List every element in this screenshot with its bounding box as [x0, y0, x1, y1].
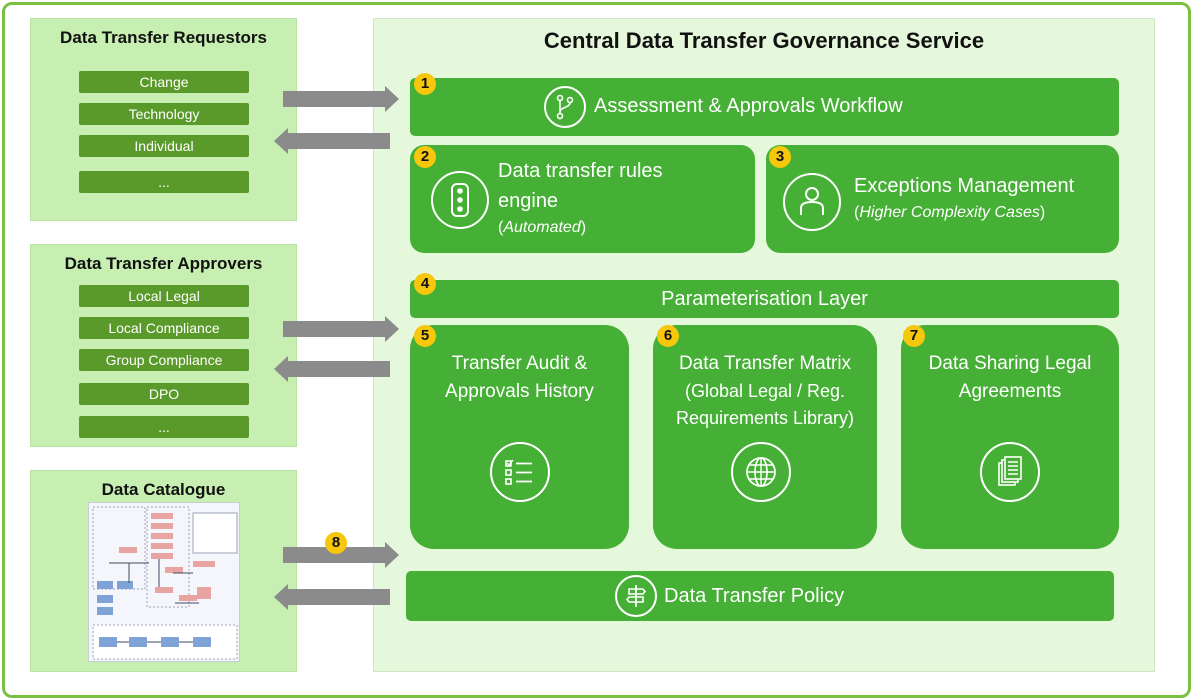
arrow-service-to-catalogue [274, 584, 390, 610]
approver-item-local-legal: Local Legal [79, 285, 249, 307]
badge-5: 5 [414, 325, 436, 347]
badge-3: 3 [769, 146, 791, 168]
approver-item-group-compliance: Group Compliance [79, 349, 249, 371]
matrix-box: Data Transfer Matrix (Global Legal / Reg… [653, 325, 877, 549]
parameterisation-label: Parameterisation Layer [661, 288, 868, 310]
documents-icon [980, 442, 1040, 502]
requestor-item-technology: Technology [79, 103, 249, 125]
arrow-catalogue-to-service [283, 542, 399, 568]
rules-engine-sub: (Automated) [498, 219, 587, 236]
sharing-box: Data Sharing Legal Agreements [901, 325, 1119, 549]
traffic-light-icon [431, 171, 489, 229]
policy-bar: Data Transfer Policy [406, 571, 1114, 621]
requestors-panel: Data Transfer Requestors Change Technolo… [30, 18, 297, 221]
exceptions-title: Exceptions Management [854, 175, 1075, 197]
git-branch-icon [544, 86, 586, 128]
workflow-label: Assessment & Approvals Workflow [594, 95, 903, 117]
approver-item-local-compliance: Local Compliance [79, 317, 249, 339]
rules-engine-line2: engine [498, 190, 559, 212]
exceptions-box: Exceptions Management (Higher Complexity… [766, 145, 1119, 253]
matrix-line3: Requirements Library) [675, 408, 855, 428]
workflow-bar: Assessment & Approvals Workflow [410, 78, 1119, 136]
person-icon [783, 173, 841, 231]
parameterisation-bar: Parameterisation Layer [410, 280, 1119, 318]
audit-line1: Transfer Audit & [451, 353, 588, 374]
checklist-icon [490, 442, 550, 502]
approver-item-more: ... [79, 416, 249, 438]
sharing-line2: Agreements [958, 381, 1062, 402]
central-service-title: Central Data Transfer Governance Service [543, 28, 985, 53]
rules-engine-sub-text: Automated [503, 219, 581, 236]
matrix-line1: Data Transfer Matrix [678, 353, 852, 374]
badge-4: 4 [414, 273, 436, 295]
badge-1: 1 [414, 73, 436, 95]
exceptions-sub: (Higher Complexity Cases) [854, 204, 1046, 221]
arrow-service-to-approvers [274, 356, 390, 382]
arrow-service-to-requestors [274, 128, 390, 154]
badge-8: 8 [325, 532, 347, 554]
rules-engine-line1: Data transfer rules [498, 160, 663, 182]
badge-6: 6 [657, 325, 679, 347]
signpost-icon [615, 575, 657, 617]
requestor-item-more: ... [79, 171, 249, 193]
catalogue-title: Data Catalogue [101, 480, 226, 499]
arrow-requestors-to-service [283, 86, 399, 112]
audit-line2: Approvals History [445, 381, 594, 402]
globe-icon [731, 442, 791, 502]
matrix-line2: (Global Legal / Reg. [684, 381, 846, 401]
approvers-title: Data Transfer Approvers [64, 254, 263, 273]
arrow-approvers-to-service [283, 316, 399, 342]
rules-engine-box: Data transfer rules engine (Automated) [410, 145, 755, 253]
requestor-item-change: Change [79, 71, 249, 93]
requestors-title: Data Transfer Requestors [60, 28, 267, 47]
catalogue-thumbnail [88, 502, 240, 662]
audit-box: Transfer Audit & Approvals History [410, 325, 629, 549]
exceptions-sub-text: Higher Complexity Cases [859, 204, 1040, 221]
approvers-panel: Data Transfer Approvers Local Legal Loca… [30, 244, 297, 447]
requestor-item-individual: Individual [79, 135, 249, 157]
badge-2: 2 [414, 146, 436, 168]
approver-item-dpo: DPO [79, 383, 249, 405]
policy-label: Data Transfer Policy [664, 585, 845, 607]
sharing-line1: Data Sharing Legal [928, 353, 1092, 374]
badge-7: 7 [903, 325, 925, 347]
